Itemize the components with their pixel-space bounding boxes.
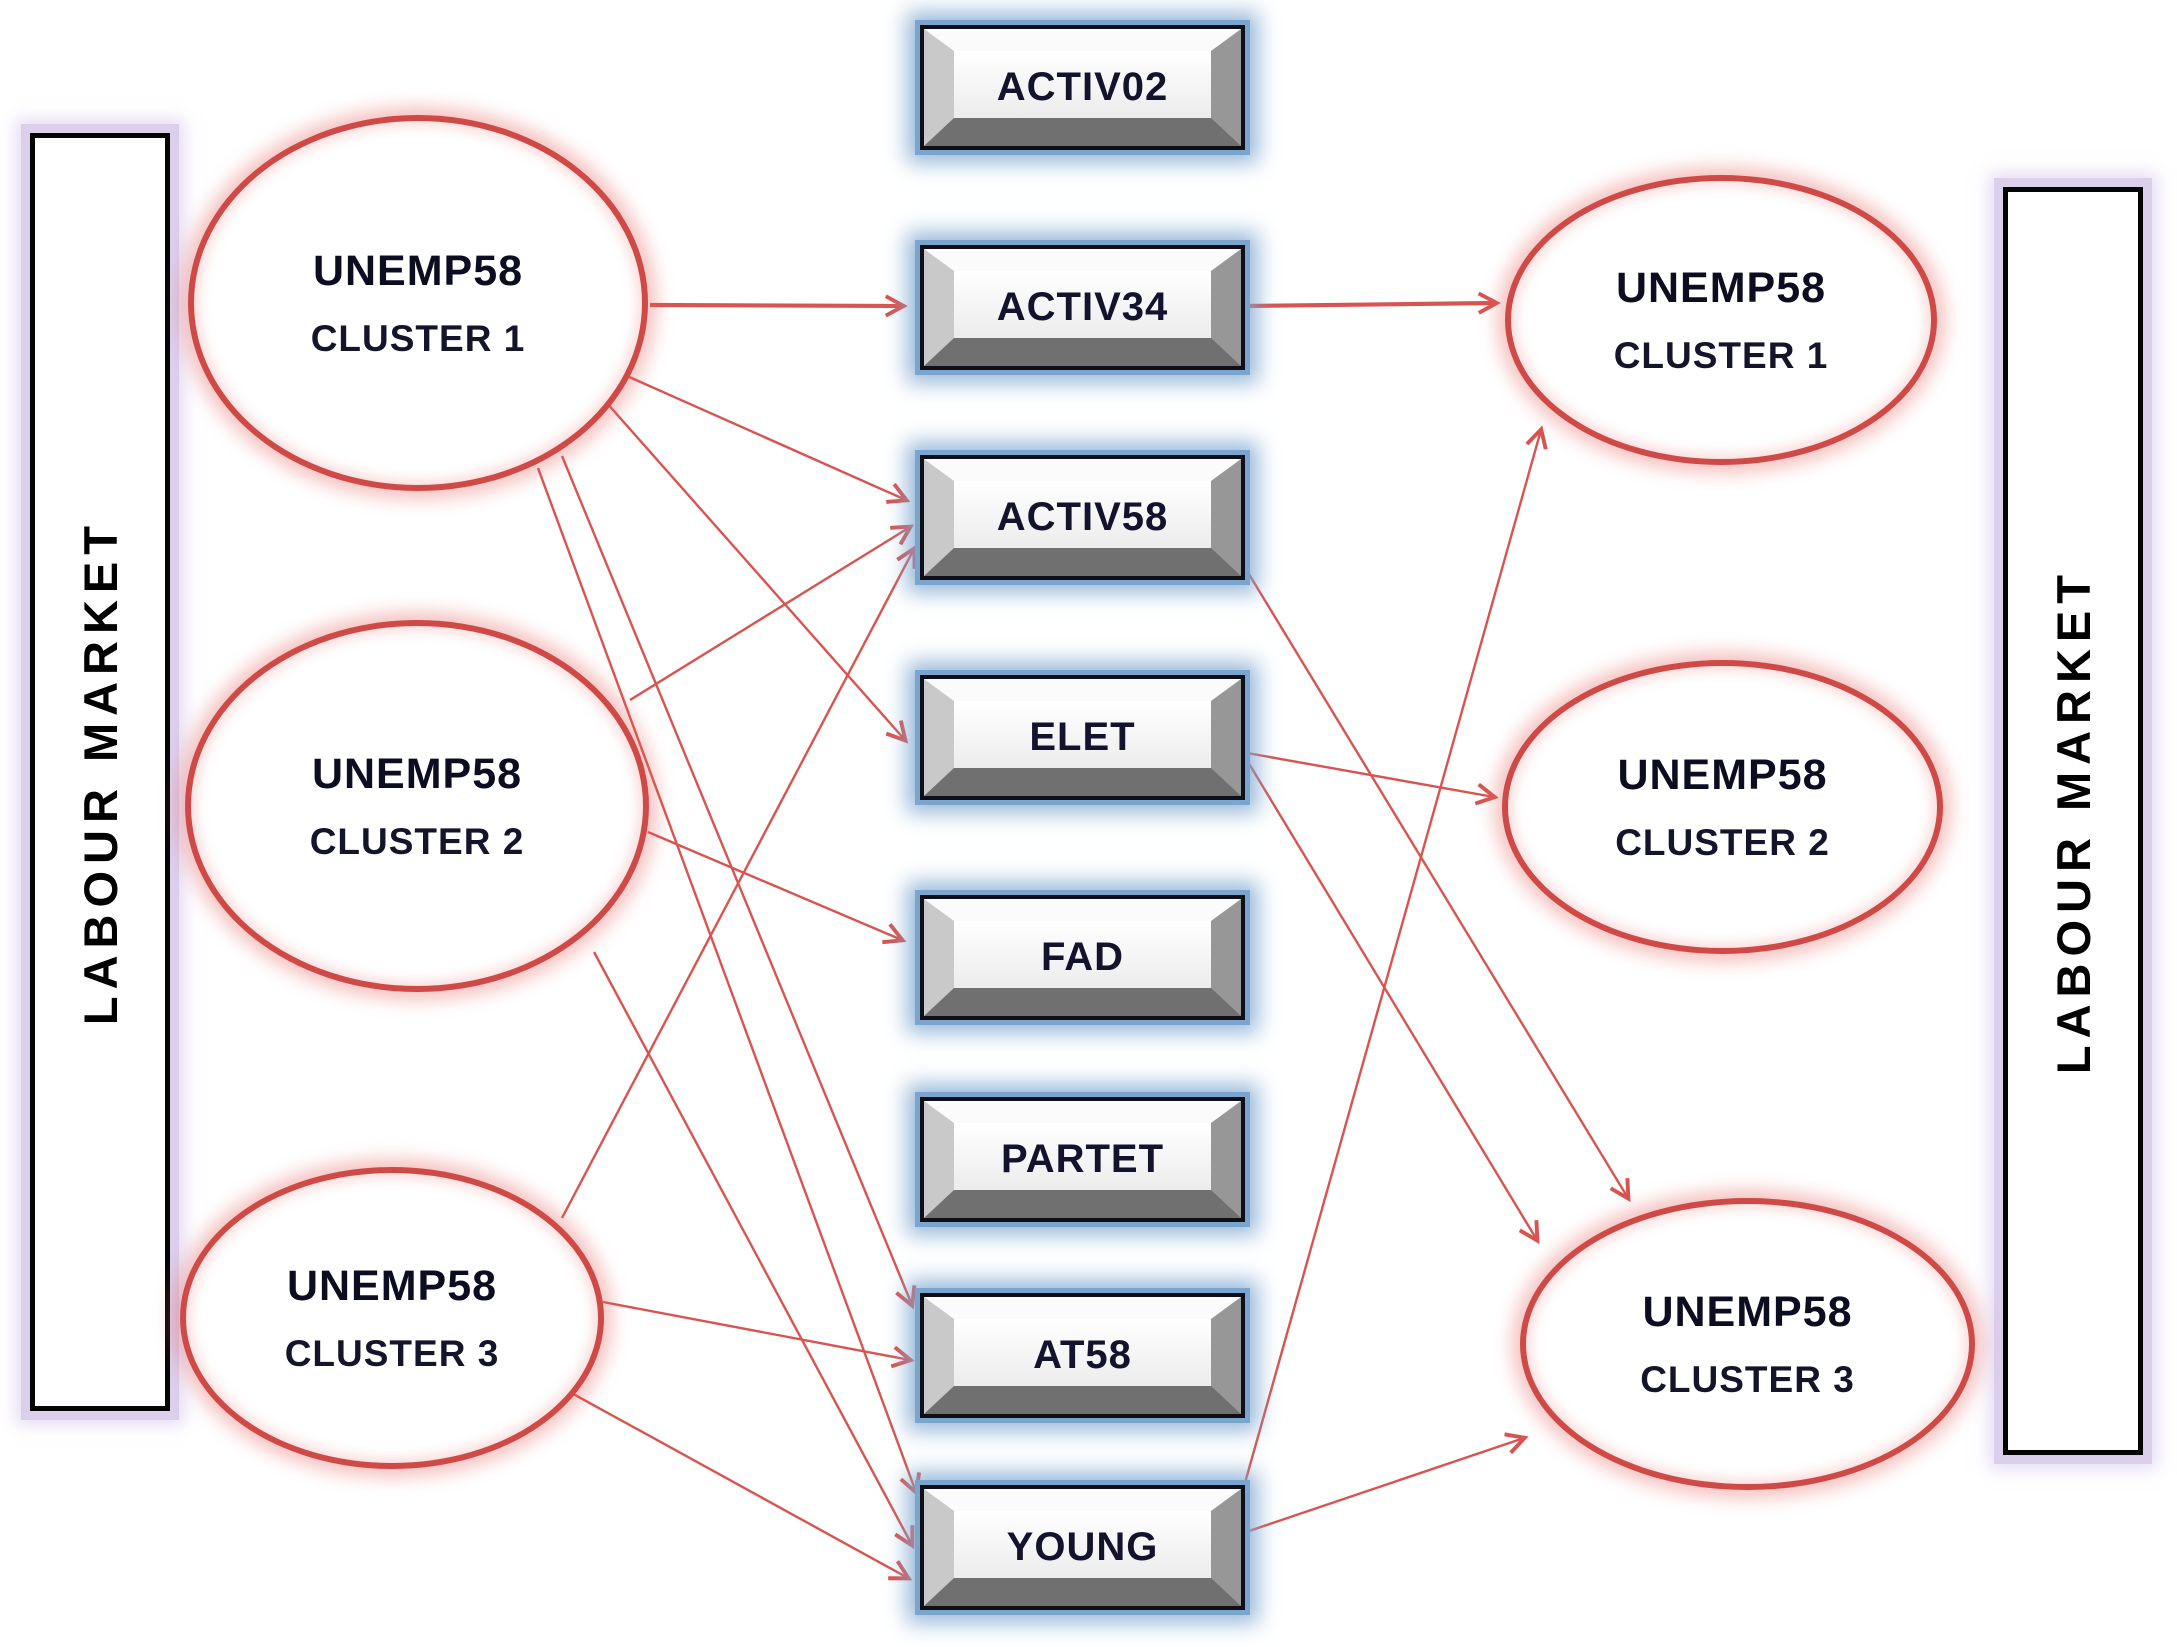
cluster-number: CLUSTER 2 — [1615, 821, 1830, 863]
cluster-number: CLUSTER 3 — [284, 1332, 500, 1374]
arrow-left-cluster-2-to-ACTIV58 — [629, 527, 910, 702]
arrow-left-cluster-1-to-ELET — [605, 401, 905, 740]
cluster-name: UNEMP58 — [1642, 1287, 1853, 1336]
cluster-name: UNEMP58 — [1615, 263, 1827, 312]
labour-market-bar-right: LABOUR MARKET — [2003, 187, 2143, 1455]
program-button-fad[interactable]: FAD — [920, 895, 1245, 1020]
cluster-number: CLUSTER 1 — [1613, 334, 1829, 376]
right-cluster-1: UNEMP58 CLUSTER 1 — [1505, 175, 1937, 465]
program-button-young[interactable]: YOUNG — [920, 1485, 1245, 1610]
cluster-name: UNEMP58 — [312, 246, 524, 295]
button-bevel — [924, 679, 1241, 796]
right-cluster-3: UNEMP58 CLUSTER 3 — [1520, 1198, 1975, 1490]
program-label: ACTIV02 — [996, 65, 1169, 109]
cluster-name: UNEMP58 — [311, 749, 523, 798]
left-cluster-3: UNEMP58 CLUSTER 3 — [180, 1167, 604, 1469]
arrow-left-cluster-1-to-YOUNG — [536, 467, 916, 1492]
program-label: ACTIV58 — [996, 495, 1169, 539]
program-label: ELET — [1029, 715, 1136, 759]
labour-market-bar-left: LABOUR MARKET — [30, 133, 170, 1411]
program-button-elet[interactable]: ELET — [920, 675, 1245, 800]
arrow-ACTIV34-to-right-cluster-1 — [1244, 303, 1496, 306]
button-bevel — [924, 1489, 1241, 1606]
arrow-ACTIV58-to-right-cluster-3 — [1242, 565, 1628, 1198]
arrow-left-cluster-2-to-FAD — [647, 830, 902, 940]
arrow-ELET-to-right-cluster-3 — [1246, 761, 1537, 1240]
cluster-number: CLUSTER 1 — [310, 317, 526, 359]
program-label: ACTIV34 — [996, 285, 1169, 329]
program-label: AT58 — [1033, 1333, 1132, 1377]
program-button-activ58[interactable]: ACTIV58 — [920, 455, 1245, 580]
arrow-left-cluster-1-to-ACTIV34 — [649, 305, 903, 306]
arrow-left-cluster-3-to-ACTIV58 — [560, 549, 914, 1219]
cluster-number: CLUSTER 2 — [309, 820, 525, 862]
program-button-partet[interactable]: PARTET — [920, 1097, 1245, 1222]
arrow-left-cluster-1-to-ACTIV58 — [617, 370, 906, 500]
button-bevel — [924, 459, 1241, 576]
arrow-left-cluster-1-to-AT58 — [560, 455, 912, 1305]
program-label: PARTET — [1000, 1137, 1165, 1181]
cluster-name: UNEMP58 — [1617, 750, 1828, 799]
program-button-activ34[interactable]: ACTIV34 — [920, 245, 1245, 370]
arrow-YOUNG-to-right-cluster-1 — [1241, 430, 1541, 1491]
right-cluster-2: UNEMP58 CLUSTER 2 — [1502, 660, 1943, 954]
arrow-left-cluster-2-to-YOUNG — [592, 951, 912, 1545]
button-bevel — [924, 249, 1241, 366]
program-label: YOUNG — [1006, 1525, 1159, 1569]
arrow-left-cluster-3-to-AT58 — [602, 1300, 910, 1360]
arrow-ELET-to-right-cluster-2 — [1246, 751, 1494, 797]
button-bevel — [924, 1297, 1241, 1414]
left-cluster-2: UNEMP58 CLUSTER 2 — [185, 620, 649, 992]
button-bevel — [924, 1101, 1241, 1218]
program-label: FAD — [1041, 935, 1124, 979]
labour-market-label-right: LABOUR MARKET — [2046, 567, 2100, 1075]
arrow-left-cluster-3-to-YOUNG — [565, 1388, 908, 1578]
arrow-YOUNG-to-right-cluster-3 — [1245, 1438, 1524, 1534]
button-bevel — [924, 899, 1241, 1016]
cluster-name: UNEMP58 — [286, 1261, 498, 1310]
cluster-number: CLUSTER 3 — [1640, 1358, 1855, 1400]
button-bevel — [924, 29, 1241, 146]
program-button-at58[interactable]: AT58 — [920, 1293, 1245, 1418]
program-button-activ02[interactable]: ACTIV02 — [920, 25, 1245, 150]
labour-market-label-left: LABOUR MARKET — [73, 518, 127, 1026]
left-cluster-1: UNEMP58 CLUSTER 1 — [188, 115, 648, 491]
